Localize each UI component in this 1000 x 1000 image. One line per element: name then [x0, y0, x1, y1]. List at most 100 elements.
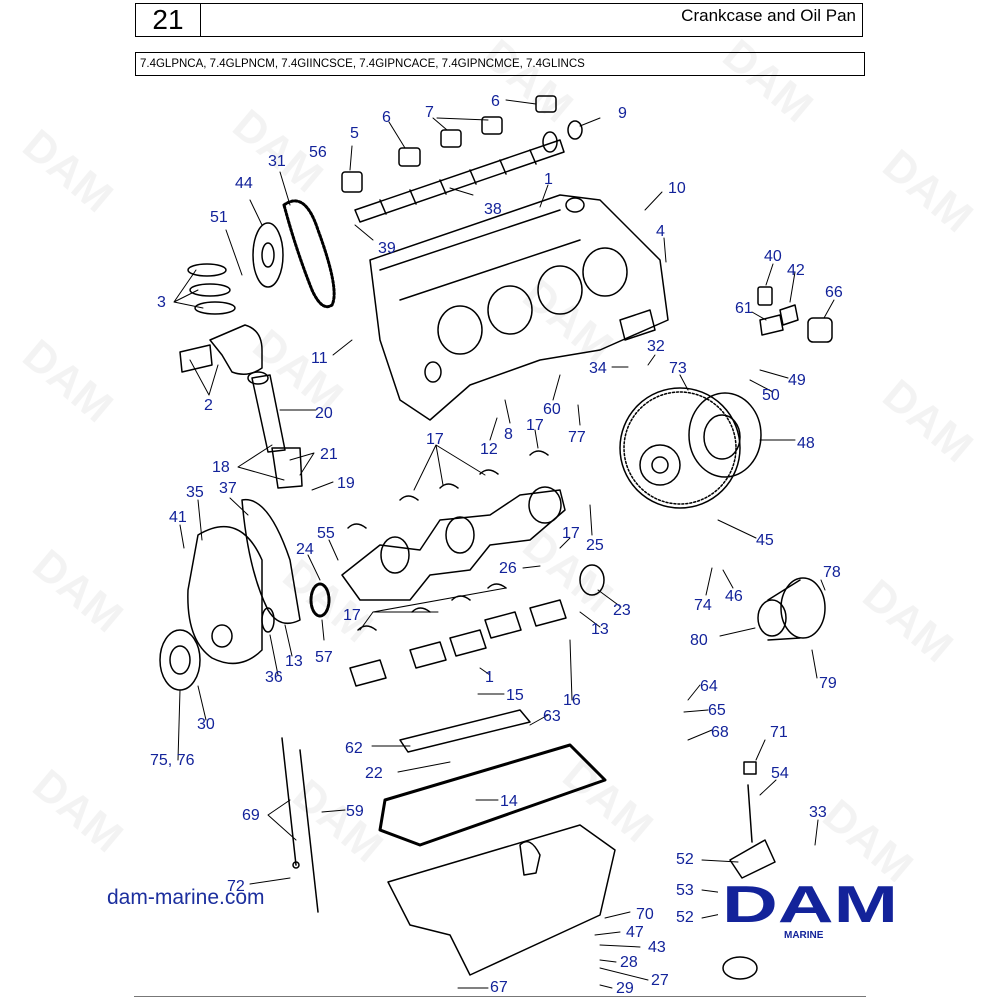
logo-subtext: MARINE: [784, 930, 824, 941]
callout-label: 69: [242, 807, 260, 824]
watermark: DAM: [24, 540, 132, 642]
piston-rings: [187, 263, 236, 315]
callout-label: 16: [563, 692, 581, 709]
watermark: DAM: [874, 370, 982, 472]
upper-main-bearings: [347, 450, 549, 529]
callout-label: 72: [227, 878, 245, 895]
callout-label: 75, 76: [150, 752, 195, 769]
piston: [179, 324, 263, 375]
model-list: 7.4GLPNCA, 7.4GLPNCM, 7.4GIINCSCE, 7.4GI…: [135, 52, 865, 76]
timing-chain: [282, 199, 336, 309]
callout-label: 37: [219, 480, 237, 497]
callout-label: 52: [676, 851, 694, 868]
callout-label: 20: [315, 405, 333, 422]
timing-cover: [187, 526, 263, 665]
callout-label: 14: [500, 793, 518, 810]
oil-pressure-sender: [757, 286, 833, 343]
website-url[interactable]: dam-marine.com: [107, 886, 265, 909]
harmonic-balancer: [159, 629, 201, 691]
watermark: DAM: [854, 570, 962, 672]
callout-label: 48: [797, 435, 815, 452]
callout-label: 78: [823, 564, 841, 581]
logo-text: DAM: [722, 876, 898, 934]
callout-label: 49: [788, 372, 806, 389]
callout-label: 59: [346, 803, 364, 820]
callout-label: 32: [647, 338, 665, 355]
callout-label: 65: [708, 702, 726, 719]
callout-label: 61: [735, 300, 753, 317]
callout-label: 34: [589, 360, 607, 377]
callout-label: 54: [771, 765, 789, 782]
callout-label: 51: [210, 209, 228, 226]
dam-marine-logo: DAM: [718, 876, 900, 934]
callout-label: 17: [426, 431, 444, 448]
callout-label: 6: [491, 93, 500, 110]
callout-label: 53: [676, 882, 694, 899]
callout-label: 5: [350, 125, 359, 142]
bottom-rule: [134, 996, 866, 997]
callout-label: 45: [756, 532, 774, 549]
callout-label: 39: [378, 240, 396, 257]
callout-label: 68: [711, 724, 729, 741]
page-number: 21: [136, 4, 201, 36]
callout-label: 40: [764, 248, 782, 265]
callout-label: 62: [345, 740, 363, 757]
watermark: DAM: [14, 330, 122, 432]
watermark: DAM: [714, 30, 822, 132]
callout-label: 11: [311, 350, 328, 367]
callout-label: 13: [591, 621, 609, 638]
callout-label: 26: [499, 560, 517, 577]
callout-label: 10: [668, 180, 686, 197]
callout-label: 29: [616, 980, 634, 997]
callout-label: 15: [506, 687, 524, 704]
callout-label: 71: [770, 724, 788, 741]
callout-label: 38: [484, 201, 502, 218]
callout-label: 1: [544, 171, 553, 188]
callout-label: 1: [485, 669, 494, 686]
callout-label: 46: [725, 588, 743, 605]
callout-label: 42: [787, 262, 805, 279]
callout-label: 35: [186, 484, 204, 501]
callout-label: 12: [480, 441, 498, 458]
callout-label: 24: [296, 541, 314, 558]
callout-label: 21: [320, 446, 338, 463]
callout-label: 22: [365, 765, 383, 782]
callout-label: 7: [425, 104, 434, 121]
callout-label: 2: [204, 397, 213, 414]
callout-label: 17: [343, 607, 361, 624]
callout-label: 55: [317, 525, 335, 542]
callout-label: 17: [526, 417, 544, 434]
callout-label: 18: [212, 459, 230, 476]
callout-label: 23: [613, 602, 631, 619]
callout-label: 6: [382, 109, 391, 126]
rear-main-seal: [579, 564, 605, 596]
callout-label: 28: [620, 954, 638, 971]
watermark: DAM: [284, 770, 392, 872]
camshaft: [354, 131, 565, 223]
callout-label: 19: [337, 475, 355, 492]
callout-label: 4: [656, 223, 665, 240]
callout-label: 80: [690, 632, 708, 649]
crankshaft: [341, 486, 566, 601]
callout-label: 64: [700, 678, 718, 695]
callout-label: 30: [197, 716, 215, 733]
oil-pan-gasket: [378, 743, 607, 847]
drive-coupler: [757, 577, 826, 641]
watermark: DAM: [554, 750, 662, 852]
oil-pump: [722, 761, 776, 980]
callout-label: 8: [504, 426, 513, 443]
callout-label: 13: [285, 653, 303, 670]
dipstick: [281, 737, 319, 913]
watermark: DAM: [24, 760, 132, 862]
watermark: DAM: [244, 320, 352, 422]
callout-label: 43: [648, 939, 666, 956]
watermark: DAM: [874, 140, 982, 242]
callout-label: 73: [669, 360, 687, 377]
flywheel: [619, 387, 762, 509]
windage-tray: [399, 709, 531, 753]
header-box: 21 Crankcase and Oil Pan: [135, 3, 863, 37]
callout-label: 60: [543, 401, 561, 418]
timing-cover-gasket: [241, 498, 301, 625]
leader-lines: [173, 99, 835, 989]
